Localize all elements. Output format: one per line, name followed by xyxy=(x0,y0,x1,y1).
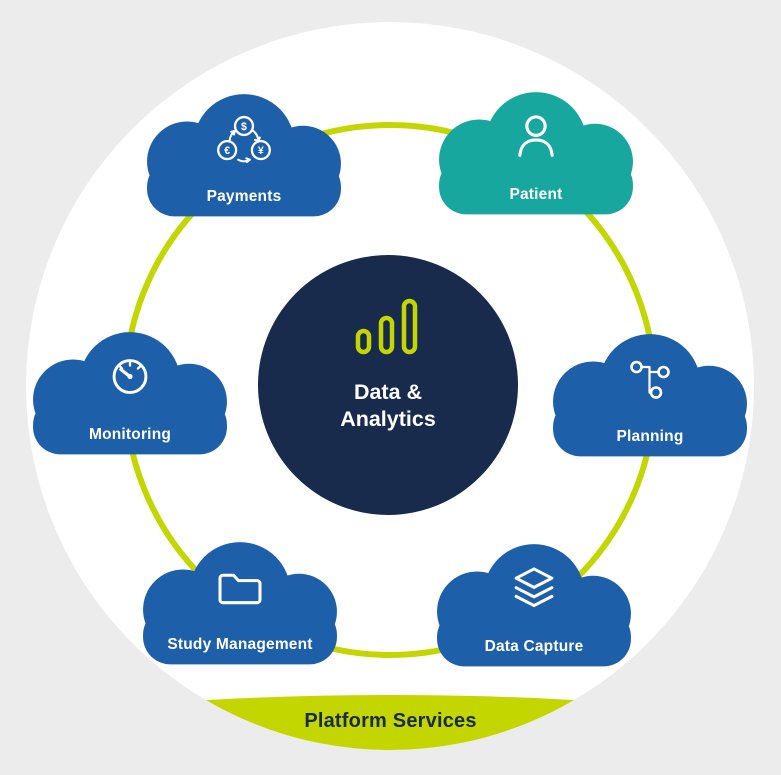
cloud-label: Data Capture xyxy=(484,638,584,655)
cloud-label: Payments xyxy=(206,188,282,205)
svg-text:$: $ xyxy=(241,121,247,133)
platform-band-label: Platform Services xyxy=(304,710,477,732)
currency-exchange-icon: $ € ¥ xyxy=(217,115,271,163)
cloud-study-management: Study Management xyxy=(124,540,356,677)
cloud-monitoring: Monitoring xyxy=(14,330,246,467)
bar-chart-icon xyxy=(355,298,418,355)
center-title-line2: Analytics xyxy=(340,407,436,431)
cloud-planning: Planning xyxy=(534,332,766,469)
network-nodes-icon xyxy=(630,360,670,399)
folder-icon xyxy=(218,573,262,605)
cloud-patient: Patient xyxy=(420,90,652,227)
svg-text:¥: ¥ xyxy=(258,145,264,157)
gauge-icon xyxy=(112,359,148,394)
center-title: Data & Analytics xyxy=(340,379,436,433)
data-analytics-circle: Data & Analytics xyxy=(258,255,518,515)
cloud-payments: $ € ¥ Payments xyxy=(128,92,360,229)
cloud-shape xyxy=(147,94,341,217)
cloud-data-capture: Data Capture xyxy=(418,542,650,679)
cloud-label: Patient xyxy=(509,186,563,203)
cloud-shape xyxy=(439,92,633,215)
center-title-line1: Data & xyxy=(353,380,423,404)
cloud-shape xyxy=(437,544,631,667)
layers-icon xyxy=(514,567,554,608)
cloud-label: Study Management xyxy=(167,636,313,653)
svg-text:€: € xyxy=(224,145,230,157)
cloud-label: Monitoring xyxy=(88,426,172,443)
person-icon xyxy=(518,115,554,157)
cloud-label: Planning xyxy=(616,428,684,445)
cloud-shape xyxy=(143,542,337,665)
cloud-shape xyxy=(33,332,227,455)
